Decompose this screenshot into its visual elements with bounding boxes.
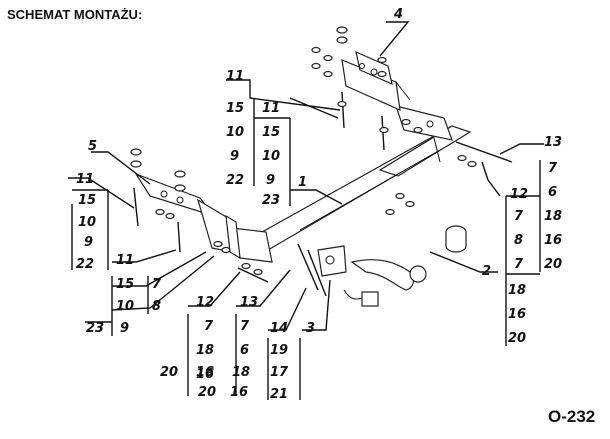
bottom-20-b: 20 — [198, 385, 216, 400]
callout-13-right: 13 — [544, 135, 562, 150]
right-mount-plate — [395, 105, 453, 141]
callout-5: 5 — [88, 139, 97, 154]
stack-top-right-3: 9 — [266, 173, 275, 188]
stack-mid-left-a-1: 10 — [116, 299, 134, 314]
callout-4: 4 — [393, 7, 403, 22]
coupling-flange-3 — [317, 245, 347, 277]
left-side-plate — [225, 214, 273, 263]
callout-numbers: 1 2 3 4 5 13 14 11 11 11 12 13 12 23 15 … — [76, 7, 562, 402]
stack-left-1: 10 — [78, 215, 96, 230]
stack-right-a-3: 16 — [544, 233, 562, 248]
callout-12-bottom: 12 — [196, 295, 214, 310]
callout-13-bottom: 13 — [240, 295, 258, 310]
electrical-socket — [343, 289, 379, 307]
stack-mid-left-b-0: 7 — [152, 277, 162, 292]
callout-11-left: 11 — [76, 172, 94, 187]
stack-top-left-3: 22 — [226, 173, 244, 188]
callout-1: 1 — [298, 175, 307, 190]
diagram-title: SCHEMAT MONTAŻU: — [7, 7, 143, 22]
stack-bottom-c-2: 21 — [270, 387, 288, 402]
stack-bottom-a-0: 7 — [204, 319, 214, 334]
stack-right-b-2: 7 — [514, 257, 524, 272]
callout-11-top: 11 — [226, 69, 244, 84]
stack-bottom-b-2: 18 — [232, 365, 250, 380]
callout-11-mid: 11 — [116, 253, 134, 268]
stack-right-b-0: 7 — [514, 209, 524, 224]
stack-right-b-1: 8 — [514, 233, 523, 248]
stack-bottom-a-3: 16 — [230, 385, 248, 400]
stack-right-a-1: 6 — [548, 185, 557, 200]
stack-mid-left-b-1: 8 — [152, 299, 161, 314]
callout-12-right: 12 — [510, 187, 528, 202]
callout-3: 3 — [306, 321, 315, 336]
stack-left-0: 15 — [78, 193, 96, 208]
stack-bottom-b-0: 7 — [240, 319, 250, 334]
stack-top-left-0: 15 — [226, 101, 244, 116]
stack-right-c-1: 16 — [508, 307, 526, 322]
top-bracket-4 — [341, 50, 411, 111]
stack-top-right-2: 10 — [262, 149, 280, 164]
stack-top-right-0: 11 — [262, 101, 280, 116]
stack-right-a-4: 20 — [544, 257, 562, 272]
stack-mid-left-a-2: 9 — [120, 321, 129, 336]
bottom-20-a: 20 — [160, 365, 178, 380]
stack-bottom-c-1: 17 — [270, 365, 289, 380]
stack-top-left-1: 10 — [226, 125, 244, 140]
stack-top-right-4: 23 — [262, 193, 280, 208]
leader-lines — [68, 21, 544, 331]
stack-right-c-2: 20 — [508, 331, 526, 346]
callout-2: 2 — [482, 264, 491, 279]
stack-right-a-2: 18 — [544, 209, 562, 224]
product-code: O-232 — [548, 407, 596, 426]
washers — [130, 26, 477, 276]
stack-bottom-c-0: 19 — [270, 343, 288, 358]
left-bracket-5 — [134, 172, 233, 253]
stack-bottom-b-3: 16 — [196, 367, 214, 382]
main-crossbar — [261, 125, 472, 263]
stack-bottom-a-1: 18 — [196, 343, 214, 358]
callout-14: 14 — [270, 321, 288, 336]
tow-ball-neck-2 — [350, 225, 467, 291]
callout-23-left: 23 — [86, 321, 104, 336]
stack-left-3: 22 — [76, 257, 94, 272]
bolts — [133, 91, 513, 297]
stack-right-c-0: 18 — [508, 283, 526, 298]
stack-top-right-1: 15 — [262, 125, 280, 140]
stack-bottom-b-1: 6 — [240, 343, 249, 358]
stack-top-left-2: 9 — [230, 149, 239, 164]
stack-mid-left-a-0: 15 — [116, 277, 134, 292]
stack-bottom-a-2: 16 — [196, 365, 214, 380]
stack-right-a-0: 7 — [548, 161, 558, 176]
stack-brackets — [71, 98, 541, 400]
stack-left-2: 9 — [84, 235, 93, 250]
